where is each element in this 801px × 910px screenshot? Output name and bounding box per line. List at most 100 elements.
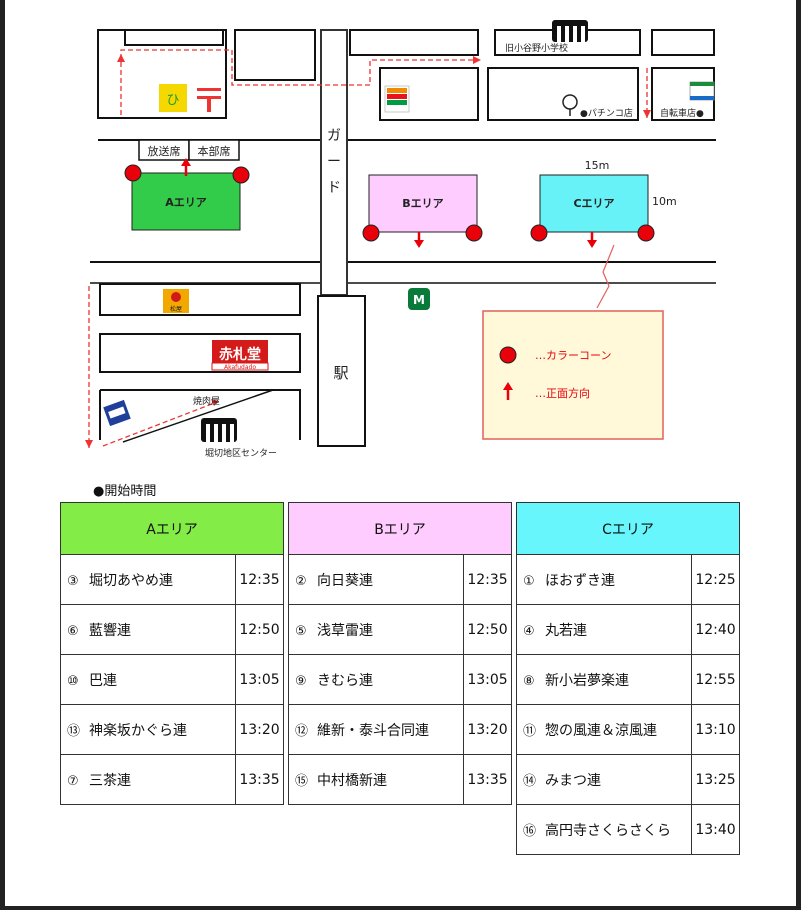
front-direction-arrow [181,158,191,176]
station-label: 駅 [333,364,348,382]
area-a-label: Aエリア [165,196,207,209]
post-office-icon [197,88,221,112]
team-name: きむら連 [317,672,373,689]
start-time-cell: 13:05 [235,654,284,705]
start-time-cell: 12:55 [691,654,740,705]
area-a [131,172,241,231]
hq-booth [188,139,240,161]
legend-direction-icon [503,382,513,400]
guard-label: ー [327,154,341,170]
family-mart-icon [689,81,715,101]
area-b [368,174,478,233]
route-arrowhead [117,54,125,62]
yakiniku-label: 焼肉屋 [193,395,220,407]
page: ガ ー ド 駅 旧小谷野小学校 堀切地区センター 焼肉屋 ●パチンコ店 自転車店 [5,0,796,906]
team-name: 向日葵連 [317,572,373,589]
start-time-cell: 12:35 [463,554,512,605]
team-name-cell: ⑨ きむら連 [288,654,464,705]
area-b-label: Bエリア [402,197,443,210]
community-center-label: 堀切地区センター [205,447,277,459]
table-header-area-a: Aエリア [60,502,284,555]
team-number: ⑥ [67,623,79,639]
community-center-icon [201,418,237,442]
event-area-map: ガ ー ド 駅 旧小谷野小学校 堀切地区センター 焼肉屋 ●パチンコ店 自転車店 [85,20,716,459]
team-number: ⑦ [67,773,79,789]
table-row: ⑨ きむら連 13:05 [288,654,512,705]
svg-text:M: M [413,293,425,307]
start-time-heading: ●開始時間 [93,484,157,499]
start-time-cell: 12:40 [691,604,740,655]
pachinko-icon [562,94,578,116]
team-number: ① [523,573,535,589]
start-time-cell: 13:05 [463,654,512,705]
team-number: ⑯ [523,823,537,839]
route-line [120,49,473,115]
team-name: 神楽坂かぐら連 [89,722,187,739]
table-row: ⑦ 三茶連 13:35 [60,754,284,805]
station-building [317,295,366,447]
road-line [122,389,274,443]
team-number: ⑬ [67,723,81,739]
team-name-cell: ③ 堀切あやめ連 [60,554,236,605]
map-block [99,283,301,316]
start-time-cell: 13:35 [235,754,284,805]
route-arrowhead [473,56,481,64]
team-name: 三茶連 [89,772,131,789]
team-name: 中村橋新連 [317,772,387,789]
map-block [99,389,301,440]
color-cone [362,224,380,242]
area-height-label: 10m [652,195,677,208]
team-number: ⑪ [523,723,537,739]
team-name-cell: ⑯ 高円寺さくらさくら [516,804,692,855]
team-name: 高円寺さくらさくら [545,822,671,839]
route-arrowhead [643,110,651,118]
team-number: ⑭ [523,773,537,789]
team-number: ④ [523,623,535,639]
daily-store-icon: ひ [159,84,187,112]
team-name: 浅草雷連 [317,622,373,639]
legend-leader-line [596,244,615,309]
legend-cone-label: …カラーコーン [535,349,611,362]
mos-burger-icon: M [408,288,430,310]
team-number: ⑨ [295,673,307,689]
start-time-cell: 12:50 [235,604,284,655]
convenience-store-icon [103,399,131,427]
team-name: 新小岩夢楽連 [545,672,629,689]
area-c [539,174,649,233]
svg-text:Akafudado: Akafudado [224,364,256,371]
team-name: 藍響連 [89,622,131,639]
table-row: ⑥ 藍響連 12:50 [60,604,284,655]
team-name: 維新・泰斗合同連 [317,722,429,739]
svg-text:赤札堂: 赤札堂 [219,346,261,363]
old-school-label: 旧小谷野小学校 [505,42,568,54]
team-number: ⑩ [67,673,79,689]
route-arrowhead [211,399,219,406]
svg-text:松屋: 松屋 [170,305,182,313]
team-number: ③ [67,573,79,589]
start-time-cell: 13:20 [463,704,512,755]
team-name-cell: ⑥ 藍響連 [60,604,236,655]
color-cone [530,224,548,242]
color-cone [637,224,655,242]
start-time-cell: 13:10 [691,704,740,755]
team-name-cell: ⑬ 神楽坂かぐら連 [60,704,236,755]
map-block [99,333,301,373]
team-name: 堀切あやめ連 [89,572,173,589]
team-name: みまつ連 [545,772,601,789]
akafudado-sign: 赤札堂 Akafudado [211,340,269,371]
